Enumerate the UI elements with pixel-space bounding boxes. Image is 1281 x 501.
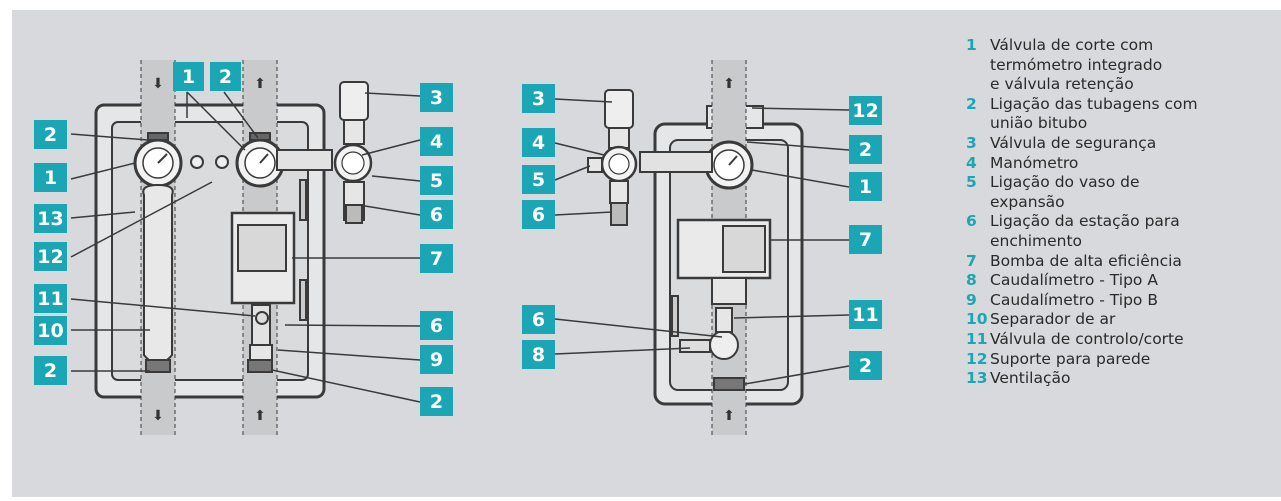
- legend-text: Ligação das tubagens com: [990, 94, 1198, 113]
- callout-11: 11: [34, 284, 67, 313]
- legend-text: expansão: [990, 192, 1065, 211]
- legend-item: 7 Bomba de alta eficiência: [966, 252, 1276, 272]
- arrow-up-icon: ⬆: [723, 408, 735, 424]
- callout-6: 6: [420, 311, 453, 340]
- callout-8: 8: [522, 340, 555, 369]
- callout-2: 2: [34, 356, 67, 385]
- legend-text: e válvula retenção: [990, 75, 1134, 94]
- legend-text: Caudalímetro - Tipo B: [990, 290, 1158, 309]
- legend-number: [966, 56, 990, 76]
- legend-number: [966, 114, 990, 134]
- legend-item: 4 Manómetro: [966, 154, 1276, 174]
- legend-item: 5 Ligação do vaso de: [966, 173, 1276, 193]
- legend-item: e válvula retenção: [966, 75, 1276, 95]
- legend-item: expansão: [966, 193, 1276, 213]
- legend-text: Válvula de segurança: [990, 133, 1157, 152]
- callout-11: 11: [849, 300, 882, 329]
- callout-1: 1: [849, 172, 882, 201]
- legend-item: enchimento: [966, 232, 1276, 252]
- legend-item: 1 Válvula de corte com: [966, 36, 1276, 56]
- arrow-down-icon: ⬇: [152, 76, 164, 92]
- safety-valve: [604, 89, 634, 129]
- left-unit: ⬇ ⬆ ⬇ ⬆: [94, 60, 373, 435]
- legend-item: 3 Válvula de segurança: [966, 134, 1276, 154]
- legend-text: Ventilação: [990, 369, 1071, 388]
- callout-3: 3: [420, 83, 453, 112]
- legend-number: 11: [966, 329, 988, 348]
- legend-number: 4: [966, 153, 977, 172]
- legend-text: Ligação da estação para: [990, 212, 1180, 231]
- arrow-up-icon: ⬆: [254, 408, 266, 424]
- callout-1: 1: [173, 62, 204, 91]
- arrow-up-icon: ⬆: [254, 76, 266, 92]
- legend-number: 13: [966, 369, 988, 388]
- legend-text: Ligação do vaso de: [990, 173, 1140, 192]
- callout-2: 2: [34, 120, 67, 149]
- safety-valve: [339, 81, 369, 121]
- callout-5: 5: [420, 166, 453, 195]
- legend-item: 8 Caudalímetro - Tipo A: [966, 271, 1276, 291]
- legend-item: termómetro integrado: [966, 56, 1276, 76]
- legend-number: 5: [966, 173, 977, 192]
- callout-2: 2: [420, 387, 453, 416]
- callout-3: 3: [522, 84, 555, 113]
- callout-9: 9: [420, 345, 453, 374]
- callout-7: 7: [420, 244, 453, 273]
- callout-12: 12: [34, 242, 67, 271]
- callout-2: 2: [849, 351, 882, 380]
- legend-text: Suporte para parede: [990, 349, 1151, 368]
- legend-text: Separador de ar: [990, 310, 1116, 329]
- legend-text: Caudalímetro - Tipo A: [990, 271, 1158, 290]
- legend-text: Bomba de alta eficiência: [990, 251, 1182, 270]
- callout-5: 5: [522, 165, 555, 194]
- right-leader-lines: [554, 98, 850, 385]
- right-unit: ⬆ ⬆: [587, 60, 804, 435]
- legend-number: 1: [966, 36, 977, 54]
- left-leader-lines: [70, 91, 421, 403]
- legend-number: 7: [966, 251, 977, 270]
- legend-number: 9: [966, 290, 977, 309]
- legend-number: 10: [966, 310, 988, 329]
- air-separator: [142, 183, 174, 365]
- legend-text: união bitubo: [990, 114, 1088, 133]
- callout-6: 6: [420, 200, 453, 229]
- callout-6: 6: [522, 200, 555, 229]
- legend-text: Válvula de controlo/corte: [990, 329, 1184, 348]
- legend-item: união bitubo: [966, 114, 1276, 134]
- legend-number: 8: [966, 271, 977, 290]
- legend-item: 6 Ligação da estação para: [966, 212, 1276, 232]
- arrow-down-icon: ⬇: [152, 408, 164, 424]
- callout-4: 4: [522, 128, 555, 157]
- callout-10: 10: [34, 316, 67, 345]
- callout-7: 7: [849, 225, 882, 254]
- legend-number: 2: [966, 94, 977, 113]
- legend-text: Manómetro: [990, 153, 1079, 172]
- legend-item: 9 Caudalímetro - Tipo B: [966, 291, 1276, 311]
- callout-12: 12: [849, 96, 882, 125]
- callout-1: 1: [34, 163, 67, 192]
- legend-number: 6: [966, 212, 977, 231]
- callout-6: 6: [522, 305, 555, 334]
- callout-2: 2: [210, 62, 241, 91]
- callout-2: 2: [849, 135, 882, 164]
- legend-text: enchimento: [990, 231, 1083, 250]
- arrow-up-icon: ⬆: [723, 76, 735, 92]
- legend-number: 3: [966, 133, 977, 152]
- callout-4: 4: [420, 127, 453, 156]
- legend-item: 2 Ligação das tubagens com: [966, 95, 1276, 115]
- legend-number: [966, 75, 990, 95]
- callout-13: 13: [34, 204, 67, 233]
- legend-text: termómetro integrado: [990, 55, 1163, 74]
- legend-number: 12: [966, 349, 988, 368]
- legend-number: [966, 193, 990, 213]
- legend-text: Válvula de corte com: [990, 36, 1154, 54]
- legend-number: [966, 232, 990, 252]
